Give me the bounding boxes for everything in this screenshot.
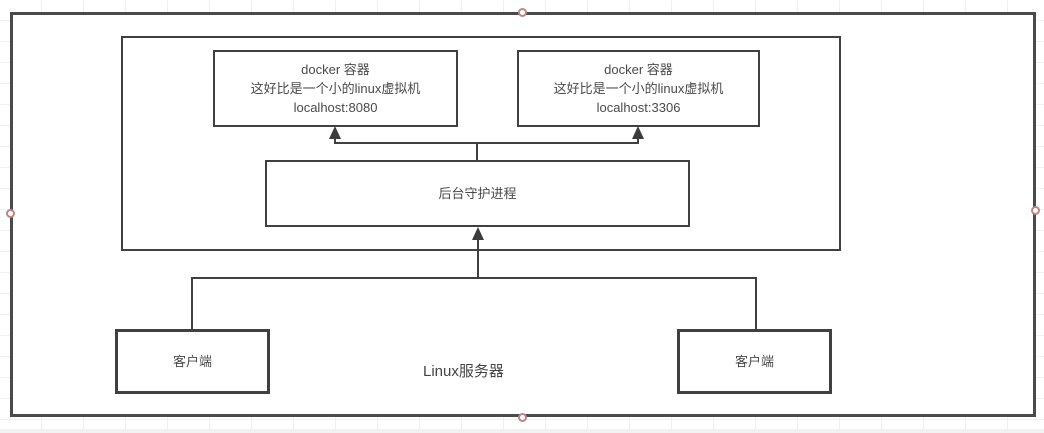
selection-handle-top[interactable] — [518, 8, 527, 17]
sheet-grid-band — [0, 429, 1044, 433]
docker-container-port: localhost:3306 — [596, 100, 681, 115]
docker-container-desc: 这好比是一个小的linux虚拟机 — [250, 81, 421, 96]
docker-container-title: docker 容器 — [604, 62, 673, 77]
docker-container-box-3306[interactable]: docker 容器 这好比是一个小的linux虚拟机 localhost:330… — [517, 50, 760, 127]
docker-container-box-8080[interactable]: docker 容器 这好比是一个小的linux虚拟机 localhost:808… — [213, 50, 458, 127]
client-box-right[interactable]: 客户端 — [677, 329, 832, 394]
client-box-left[interactable]: 客户端 — [115, 329, 270, 394]
arrowhead-up-daemon-icon — [472, 227, 484, 240]
linux-server-label: Linux服务器 — [423, 363, 504, 380]
arrowhead-up-right-icon — [632, 126, 644, 139]
arrowhead-up-left-icon — [329, 126, 341, 139]
client-label: 客户端 — [734, 354, 774, 369]
daemon-group-box[interactable] — [121, 36, 841, 251]
client-label: 客户端 — [172, 354, 212, 369]
docker-container-desc: 这好比是一个小的linux虚拟机 — [553, 81, 724, 96]
daemon-box[interactable]: 后台守护进程 — [265, 160, 690, 227]
connector-client-left-drop — [191, 277, 193, 329]
connector-arrow-right-shaft — [637, 134, 639, 144]
selection-handle-bottom[interactable] — [518, 413, 527, 422]
daemon-label: 后台守护进程 — [438, 186, 517, 201]
connector-daemon-stem — [476, 143, 478, 161]
selection-handle-left[interactable] — [6, 209, 15, 218]
selection-handle-right[interactable] — [1031, 206, 1040, 215]
connector-client-right-drop — [755, 277, 757, 329]
connector-daemon-branch-bar — [334, 142, 639, 144]
connector-client-stem — [477, 238, 479, 279]
connector-client-branch-bar — [191, 277, 757, 279]
docker-container-title: docker 容器 — [301, 62, 370, 77]
docker-container-port: localhost:8080 — [293, 100, 378, 115]
connector-arrow-left-shaft — [334, 134, 336, 144]
